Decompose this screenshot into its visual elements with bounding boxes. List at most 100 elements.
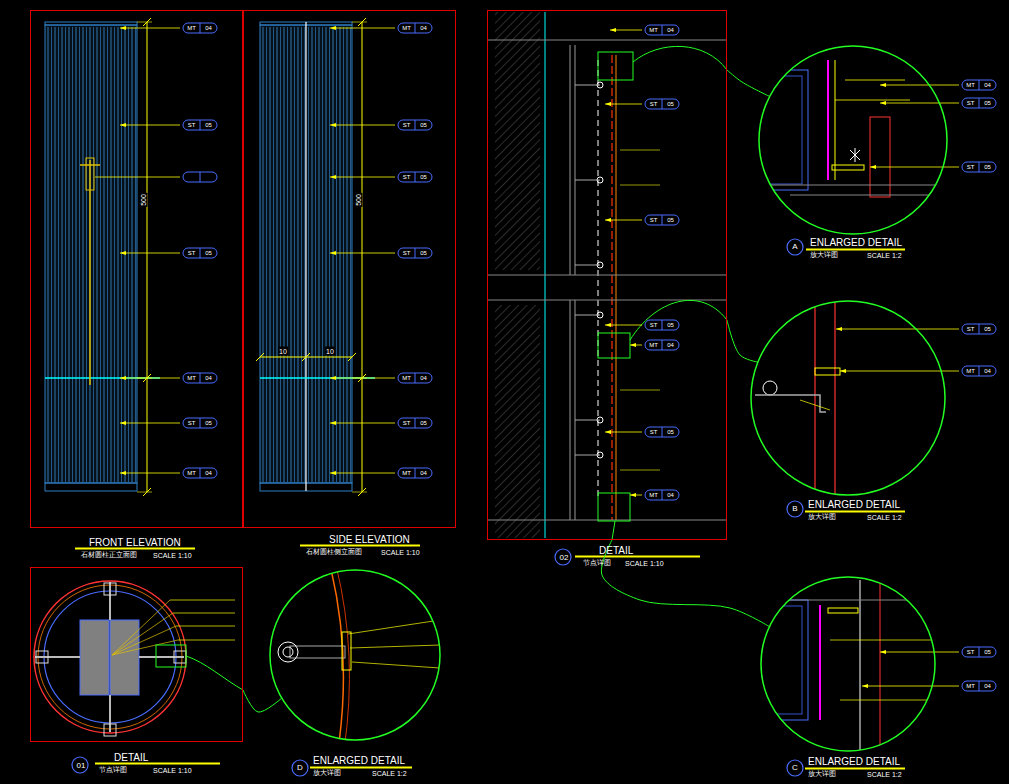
circle-outline xyxy=(761,577,935,751)
callout-code: MT xyxy=(402,25,411,31)
leader-line xyxy=(330,423,395,424)
column-flute xyxy=(343,27,344,482)
callout-divider xyxy=(979,98,980,108)
callout-code: ST xyxy=(403,174,411,180)
detail-link xyxy=(243,690,282,712)
leader-arrow xyxy=(836,327,842,331)
column-flute xyxy=(76,27,77,482)
steel-arm xyxy=(109,695,111,732)
dimension-line xyxy=(845,80,905,81)
bolt xyxy=(763,381,777,395)
steel-arm xyxy=(290,646,345,658)
callout-code: MT xyxy=(187,25,196,31)
leader-arrow xyxy=(330,26,336,30)
leader-arrow xyxy=(605,430,611,434)
title-underline xyxy=(310,767,412,769)
view-title: SIDE ELEVATION xyxy=(329,535,410,545)
leader-line xyxy=(330,125,395,126)
leader-arrow xyxy=(120,26,126,30)
steel-arm xyxy=(35,656,80,658)
view-title: ENLARGED DETAIL xyxy=(808,500,900,510)
callout-code: MT xyxy=(966,683,975,689)
scale-note: SCALE 1:10 xyxy=(153,767,192,774)
leader-arrow xyxy=(880,83,886,87)
callout-number: 05 xyxy=(420,420,427,426)
title-underline xyxy=(805,511,905,513)
callout-tag xyxy=(645,490,679,500)
callout-code: MT xyxy=(187,470,196,476)
scale-note: SCALE 1:2 xyxy=(867,252,902,259)
bolt xyxy=(597,262,603,268)
column-flute xyxy=(273,27,274,482)
detail-letter: B xyxy=(792,505,797,513)
leader-line xyxy=(112,626,176,655)
column-flute xyxy=(69,27,70,482)
stone-edge xyxy=(336,565,349,750)
view-title: DETAIL xyxy=(599,546,633,556)
title-underline xyxy=(805,768,905,770)
dimension-line xyxy=(835,60,836,180)
leader-arrow xyxy=(630,493,636,497)
stone-line xyxy=(575,45,576,275)
callout-tag xyxy=(398,248,432,258)
dimension-tick xyxy=(143,18,151,26)
circle-outline xyxy=(270,570,440,740)
leader-line xyxy=(605,325,642,326)
callout-code: ST xyxy=(967,164,975,170)
weld-mark xyxy=(850,148,860,162)
leader-arrow xyxy=(120,421,126,425)
enlarged-detail-circle: AENLARGED DETAIL放大详图SCALE 1:2 xyxy=(758,45,948,235)
column-flute xyxy=(114,27,115,482)
detail-marker-box xyxy=(156,645,186,667)
view-title: FRONT ELEVATION xyxy=(89,538,181,548)
bracket xyxy=(828,608,858,613)
circle-outline xyxy=(758,45,948,235)
dimension-tick xyxy=(348,353,356,361)
column-flute xyxy=(284,27,285,482)
callout-tag xyxy=(398,172,432,182)
dimension-tick xyxy=(358,374,366,382)
column-outline xyxy=(34,581,186,733)
leader-line xyxy=(862,686,959,687)
bracket xyxy=(815,368,840,375)
leader-line xyxy=(330,253,395,254)
callout-number: 04 xyxy=(420,470,427,476)
leader-arrow xyxy=(880,101,886,105)
joint-line xyxy=(305,22,306,491)
dimension-tick xyxy=(358,488,366,496)
column-body xyxy=(260,25,352,483)
detail-number: 01 xyxy=(77,762,86,770)
callout-divider xyxy=(415,120,416,130)
callout-divider xyxy=(200,172,201,182)
leader-line xyxy=(173,613,235,614)
detail-link-inner xyxy=(633,46,727,70)
column-flute xyxy=(347,27,348,482)
column-flute xyxy=(301,27,302,482)
callout-number: 04 xyxy=(984,368,991,374)
callout-number: 04 xyxy=(984,683,991,689)
callout-code: ST xyxy=(967,326,975,332)
callout-number: 05 xyxy=(667,429,674,435)
callout-code: ST xyxy=(403,122,411,128)
callout-tag xyxy=(962,80,996,90)
column-flute xyxy=(350,27,351,482)
callout-code: MT xyxy=(649,27,658,33)
callout-tag xyxy=(645,25,679,35)
wall-hatch xyxy=(495,305,540,538)
steel-channel xyxy=(746,76,802,184)
bolt xyxy=(597,452,603,458)
callout-code: MT xyxy=(402,375,411,381)
leader-line xyxy=(170,600,235,601)
callout-code: MT xyxy=(402,470,411,476)
leader-arrow xyxy=(610,28,616,32)
enlarged-c xyxy=(740,580,940,760)
leader-arrow xyxy=(120,123,126,127)
circle-outline xyxy=(759,46,947,234)
column-flute xyxy=(104,27,105,482)
column-flute xyxy=(121,27,122,482)
extension-line xyxy=(352,492,367,493)
detail-link-inner xyxy=(630,300,727,340)
leader-line xyxy=(630,495,642,496)
callout-tag xyxy=(183,23,217,33)
bolt xyxy=(597,417,603,423)
